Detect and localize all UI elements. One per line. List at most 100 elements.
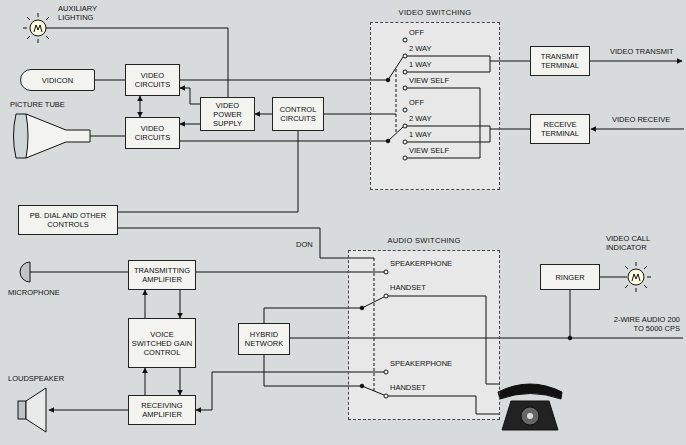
- process-box: RECEIVE TERMINAL: [530, 114, 590, 144]
- process-box: RINGER: [540, 264, 600, 290]
- node-text: VOICE SWITCHED GAIN CONTROL: [131, 330, 193, 357]
- dashed-frame: [348, 250, 500, 420]
- dashed-frame: [370, 22, 500, 190]
- switch-arm: [370, 127, 403, 141]
- control-box: PB. DIAL AND OTHER CONTROLS: [18, 205, 118, 235]
- lamp-filament: [632, 274, 640, 281]
- switch-pivot: [360, 384, 364, 388]
- node-text: RECEIVE TERMINAL: [533, 120, 587, 138]
- switch-group: VIDEO SWITCHING: [370, 8, 500, 190]
- loudspeaker-magnet: [18, 401, 26, 419]
- switch-contact: [403, 156, 407, 160]
- process-box: CONTROL CIRCUITS: [272, 97, 324, 131]
- node-text: TRANSMIT TERMINAL: [533, 52, 587, 70]
- process-box: VIDEO POWER SUPPLY: [200, 97, 255, 131]
- switch-linkage: [396, 69, 397, 134]
- signal-connector: [145, 290, 146, 318]
- switch-position: VIEW SELF: [409, 146, 449, 155]
- signal-label: DON: [296, 240, 313, 249]
- switch-pivot: [386, 139, 390, 143]
- device-label: MICROPHONE: [8, 288, 60, 297]
- device-label: AUXILIARY LIGHTING: [58, 4, 110, 22]
- switch-contact: [403, 38, 407, 42]
- lamp-bulb: [30, 20, 46, 36]
- telephone-base: [502, 401, 558, 430]
- handset-wire: [388, 396, 500, 414]
- switch-position: HANDSET: [390, 383, 426, 392]
- signal-connector: [180, 124, 200, 125]
- node-text: CONTROL CIRCUITS: [275, 105, 321, 123]
- process-box: VOICE SWITCHED GAIN CONTROL: [128, 318, 196, 368]
- switch-wire: [348, 372, 384, 373]
- switch-ground: [370, 22, 500, 190]
- device-label: VIDEO CALL INDICATOR: [606, 234, 668, 252]
- signal-connector: [196, 372, 348, 410]
- switch-linkage: [374, 258, 375, 391]
- switch-arm: [348, 297, 384, 308]
- amplifier-box: RECEIVING AMPLIFIER: [128, 395, 196, 425]
- node-text: RECEIVING AMPLIFIER: [131, 401, 193, 419]
- video-out-line: [590, 61, 682, 62]
- node-text: RINGER: [543, 273, 597, 282]
- switch-contact: [384, 394, 388, 398]
- switch-position: SPEAKERPHONE: [390, 259, 452, 268]
- handset-wire: [388, 296, 500, 384]
- signal-connector: [264, 355, 348, 386]
- switch-position: 1 WAY: [409, 130, 432, 139]
- signal-connector: [140, 96, 141, 117]
- microphone-wire: [30, 272, 128, 273]
- signal-label: VIDEO TRANSMIT: [610, 47, 674, 56]
- switch-contact: [403, 70, 407, 74]
- node-text: VIDICON: [23, 76, 92, 85]
- switch-position: SPEAKERPHONE: [390, 359, 452, 368]
- device-label: LOUDSPEAKER: [8, 374, 64, 383]
- ringer-wire: [570, 290, 571, 338]
- device-label: PICTURE TUBE: [10, 100, 65, 109]
- node-text: PB. DIAL AND OTHER CONTROLS: [21, 211, 115, 229]
- switch-pivot: [386, 78, 390, 82]
- switch-contact: [403, 140, 407, 144]
- switch-arm: [370, 57, 403, 80]
- indicator-lamp: [628, 269, 644, 285]
- don-wire: [348, 258, 374, 259]
- signal-connector: [180, 141, 370, 142]
- switch-contact: [384, 370, 388, 374]
- switch-wire: [348, 272, 384, 273]
- signal-connector: [180, 88, 200, 104]
- switch-contact: [403, 86, 407, 90]
- telephone-dial: [521, 407, 539, 425]
- speaker-wire: [49, 410, 128, 411]
- node-text: VIDEO SWITCHING: [370, 8, 500, 17]
- node-text: HYBRID NETWORK: [241, 330, 287, 348]
- switch-pivot: [360, 306, 364, 310]
- switch-contact: [403, 108, 407, 112]
- process-box: HYBRID NETWORK: [238, 323, 290, 355]
- switch-contact: [403, 54, 407, 58]
- signal-label: 2-WIRE AUDIO 200 TO 5000 CPS: [604, 315, 680, 333]
- junction-dot: [568, 336, 572, 340]
- telephone-handset: [498, 384, 562, 399]
- node-text: VIDEO CIRCUITS: [128, 124, 177, 142]
- signal-connector: [264, 308, 348, 323]
- switch-position: OFF: [409, 28, 424, 37]
- picture-tube-body: [26, 114, 90, 158]
- microphone-icon: [20, 262, 30, 282]
- lamp-rays: [625, 262, 651, 292]
- switch-position: 2 WAY: [409, 44, 432, 53]
- switch-contact: [384, 294, 388, 298]
- view-self-wire: [407, 88, 480, 158]
- process-box: VIDEO CIRCUITS: [125, 117, 180, 149]
- switch-position: 1 WAY: [409, 60, 432, 69]
- signal-connector: [255, 114, 272, 115]
- indicator-wire: [600, 277, 627, 278]
- switch-wire: [407, 126, 500, 142]
- switch-ground: [348, 250, 500, 420]
- signal-label: VIDEO RECEIVE: [612, 115, 670, 124]
- node-text: AUDIO SWITCHING: [348, 236, 500, 245]
- process-box: TRANSMIT TERMINAL: [530, 46, 590, 76]
- control-wire: [370, 114, 396, 115]
- signal-connector: [500, 129, 530, 130]
